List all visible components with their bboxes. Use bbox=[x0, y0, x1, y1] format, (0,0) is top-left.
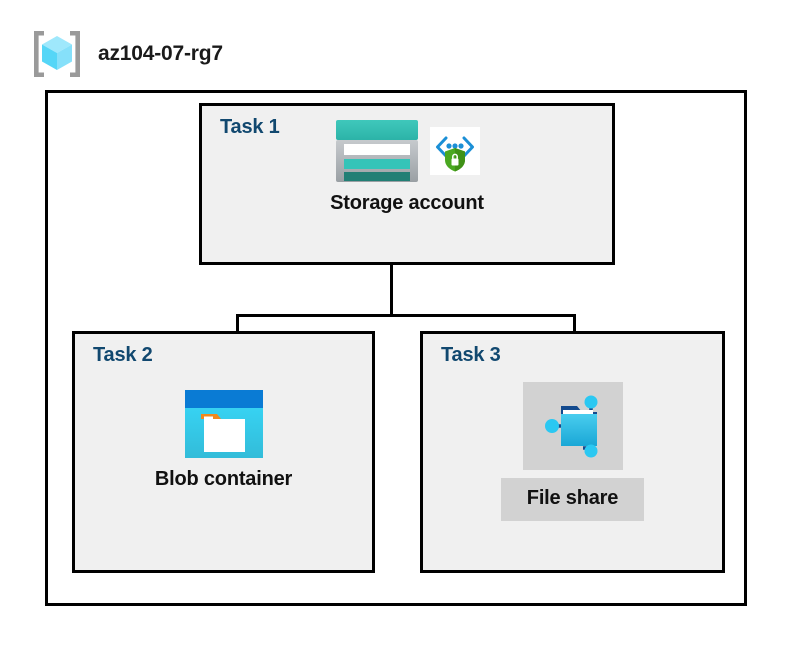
blob-container-label: Blob container bbox=[154, 468, 293, 490]
file-share-icon-row bbox=[522, 382, 623, 470]
azure-resource-group-icon bbox=[30, 28, 84, 80]
file-share-icon bbox=[533, 388, 613, 466]
blob-container-icon bbox=[183, 388, 265, 460]
connector-horizontal-bus bbox=[236, 314, 576, 317]
storage-account-label: Storage account bbox=[330, 192, 484, 214]
file-share-icon-plate bbox=[522, 382, 623, 470]
blob-container-node: Blob container bbox=[72, 388, 375, 491]
task-1-label: Task 1 bbox=[220, 116, 280, 138]
storage-account-icon bbox=[334, 118, 420, 184]
resource-group-header: az104-07-rg7 bbox=[30, 28, 223, 80]
private-endpoint-shield-icon bbox=[430, 127, 480, 175]
connector-task1-trunk bbox=[390, 265, 393, 316]
resource-group-title: az104-07-rg7 bbox=[98, 42, 223, 65]
storage-account-icon-row bbox=[334, 118, 480, 184]
storage-account-node: Storage account bbox=[199, 118, 615, 215]
task-2-label: Task 2 bbox=[93, 344, 153, 366]
blob-container-icon-row bbox=[183, 388, 265, 460]
file-share-label: File share bbox=[500, 478, 645, 521]
file-share-node: File share bbox=[420, 382, 725, 521]
task-3-label: Task 3 bbox=[441, 344, 501, 366]
